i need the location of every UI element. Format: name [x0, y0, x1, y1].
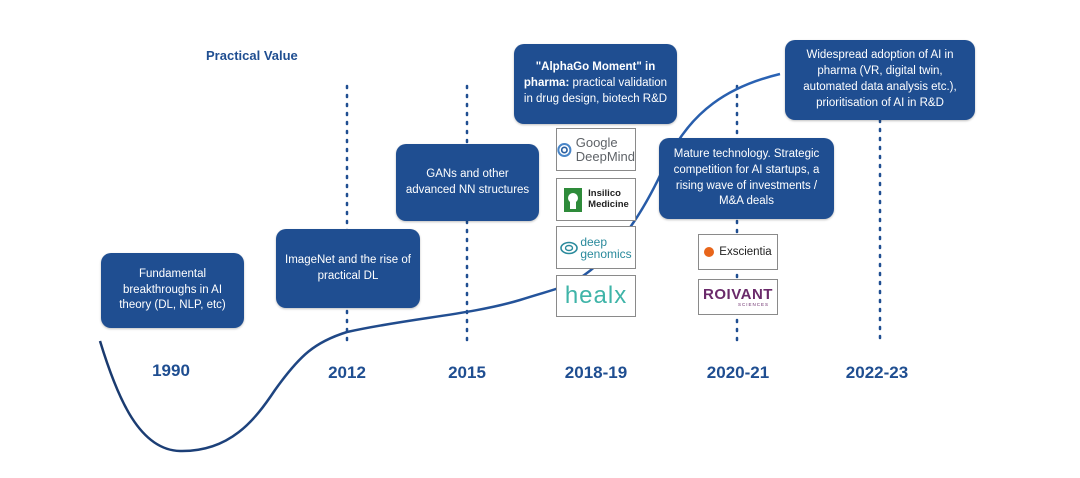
- milestone-imagenet-text: ImageNet and the rise of practical DL: [285, 253, 411, 282]
- roivant-wordmark: ROIVANT: [703, 286, 773, 303]
- milestone-alphago-bold: "AlphaGo Moment" in pharma:: [523, 61, 656, 90]
- milestone-gans: GANs and other advanced NN structures: [396, 144, 539, 221]
- year-label-2015: 2015: [448, 363, 486, 382]
- deepgenomics-ring-icon: [560, 241, 579, 254]
- year-label-2012: 2012: [328, 363, 366, 382]
- exscientia-dot-icon: [704, 247, 715, 257]
- deepmind-swirl-icon: [557, 142, 572, 157]
- milestone-imagenet: ImageNet and the rise of practical DL: [276, 229, 420, 308]
- milestone-alphago-rest: practical validation in drug design, bio…: [523, 77, 668, 105]
- logo-deep-genomics: deep genomics: [556, 226, 636, 269]
- milestone-alphago-content: "AlphaGo Moment" in pharma: practical va…: [522, 60, 669, 108]
- milestone-gans-text: GANs and other advanced NN structures: [405, 167, 530, 196]
- insilico-line-2: Medicine: [588, 198, 629, 210]
- logo-insilico-medicine: Insilico Medicine: [556, 178, 636, 221]
- logo-exscientia: Exscientia: [698, 234, 778, 270]
- roivant-subline: SCIENCES: [737, 302, 769, 307]
- milestone-widespread-adoption: Widespread adoption of AI in pharma (VR,…: [785, 40, 975, 120]
- year-label-1990: 1990: [152, 361, 190, 380]
- deepmind-line-2: DeepMind: [575, 148, 635, 164]
- logo-google-deepmind: Google DeepMind: [556, 128, 636, 171]
- year-label-2018-19: 2018-19: [564, 363, 628, 382]
- insilico-line-1: Insilico: [588, 188, 621, 200]
- exscientia-wordmark: Exscientia: [719, 246, 772, 258]
- deepgenomics-line-2: genomics: [580, 246, 632, 261]
- deepgenomics-line-1: deep: [580, 234, 608, 249]
- milestone-alphago-moment: "AlphaGo Moment" in pharma: practical va…: [514, 44, 677, 124]
- milestone-mature-text: Mature technology. Strategic competition…: [673, 147, 820, 208]
- insilico-emblem-icon: [564, 187, 583, 212]
- value-axis-title: Practical Value: [206, 48, 298, 63]
- milestone-fundamental-breakthroughs: Fundamental breakthroughs in AI theory (…: [101, 253, 244, 328]
- year-label-2020-21: 2020-21: [706, 363, 770, 382]
- healx-wordmark: healx: [564, 282, 628, 309]
- milestone-fundamental-text: Fundamental breakthroughs in AI theory (…: [119, 267, 226, 312]
- logo-roivant: ROIVANT SCIENCES: [698, 279, 778, 315]
- milestone-widespread-text: Widespread adoption of AI in pharma (VR,…: [803, 49, 957, 109]
- year-label-2022-23: 2022-23: [845, 363, 909, 382]
- milestone-mature-technology: Mature technology. Strategic competition…: [659, 138, 834, 219]
- deepmind-line-1: Google: [575, 134, 618, 150]
- logo-healx: healx: [556, 275, 636, 317]
